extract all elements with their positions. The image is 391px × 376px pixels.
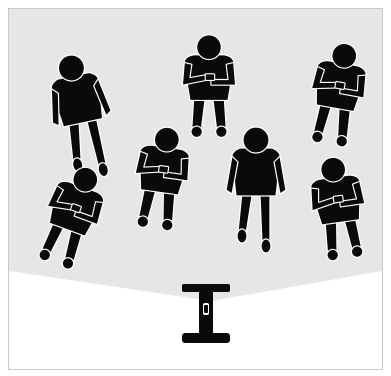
illustration-frame [8, 8, 383, 370]
scene [9, 9, 382, 369]
